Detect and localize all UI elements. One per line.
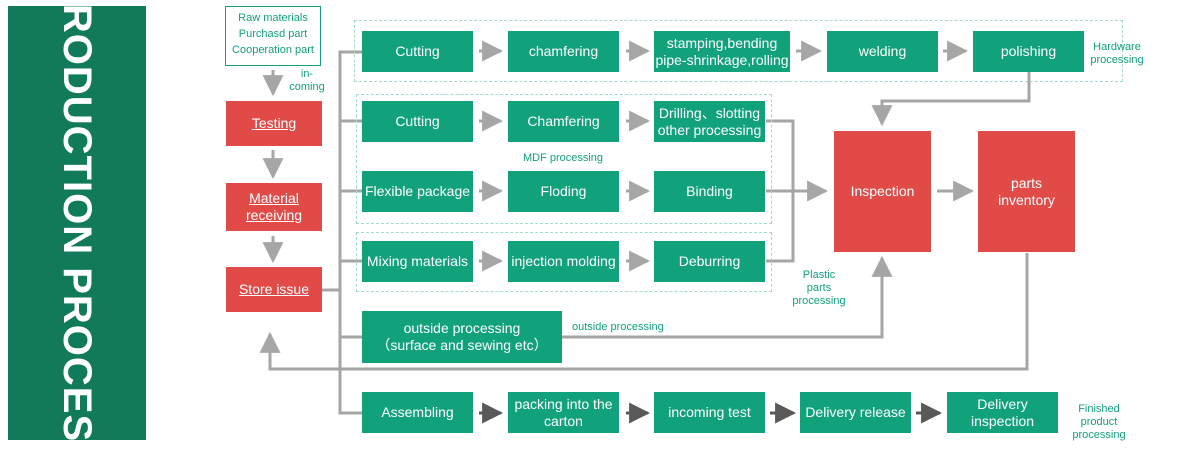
inventory-return — [259, 253, 1029, 371]
mdf-step-drilling: Drilling、slotting other processing — [654, 101, 765, 142]
hardware-step-cutting: Cutting — [362, 31, 473, 72]
hardware-step-polishing: polishing — [973, 31, 1084, 72]
mdf-step-cutting: Cutting — [362, 101, 473, 142]
plastic-step-deburring: Deburring — [654, 241, 765, 282]
title-banner: PRODUCTION PROCESS — [8, 0, 146, 470]
finished-step-delivery-release: Delivery release — [800, 392, 911, 433]
source-raw-materials: Raw materials — [238, 12, 308, 24]
parts-inventory-box: parts inventory — [978, 131, 1075, 252]
testing-box: Testing — [226, 101, 322, 146]
hardware-step-chamfering: chamfering — [508, 31, 619, 72]
incoming-label: in- coming — [289, 68, 325, 93]
finished-step-assembling: Assembling — [362, 392, 473, 433]
finished-step-packing: packing into the carton — [508, 392, 619, 433]
source-cooperation-part: Cooperation part — [232, 44, 314, 56]
hardware-step-welding: welding — [827, 31, 938, 72]
plastic-step-mixing: Mixing materials — [362, 241, 473, 282]
plastic-label: Plastic parts processing — [792, 269, 846, 307]
mdf-step-flexible-package: Flexible package — [362, 171, 473, 212]
material-receiving-box: Material receiving — [226, 183, 322, 231]
hardware-step-stamping: stamping,bending pipe-shrinkage,rolling — [654, 31, 790, 72]
plastic-step-injection: injection molding — [508, 241, 619, 282]
raw-materials-box: Raw materials Purchasd part Cooperation … — [225, 6, 321, 66]
hardware-label: Hardware processing — [1090, 41, 1144, 66]
plastic-group — [356, 232, 772, 292]
finished-step-incoming-test: incoming test — [654, 392, 765, 433]
flow-connectors — [259, 40, 1031, 424]
mdf-group — [356, 94, 772, 224]
hardware-to-inspection — [871, 72, 1031, 127]
trunk-line — [338, 50, 363, 415]
outside-to-inspection — [562, 255, 893, 339]
outside-processing-box: outside processing （surface and sewing e… — [362, 311, 562, 363]
hardware-group — [354, 20, 1123, 82]
store-issue-box: Store issue — [226, 267, 322, 312]
mdf-label: MDF processing — [522, 152, 604, 164]
finished-label: Finished product processing — [1072, 403, 1126, 441]
inspection-box: Inspection — [834, 131, 931, 252]
mdf-step-floding: Floding — [508, 171, 619, 212]
source-purchased-part: Purchasd part — [238, 28, 308, 40]
mdf-step-binding: Binding — [654, 171, 765, 212]
finished-step-delivery-inspection: Delivery inspection — [947, 392, 1058, 433]
mdf-step-chamfering: Chamfering — [508, 101, 619, 142]
outside-label: outside processing — [572, 321, 664, 333]
